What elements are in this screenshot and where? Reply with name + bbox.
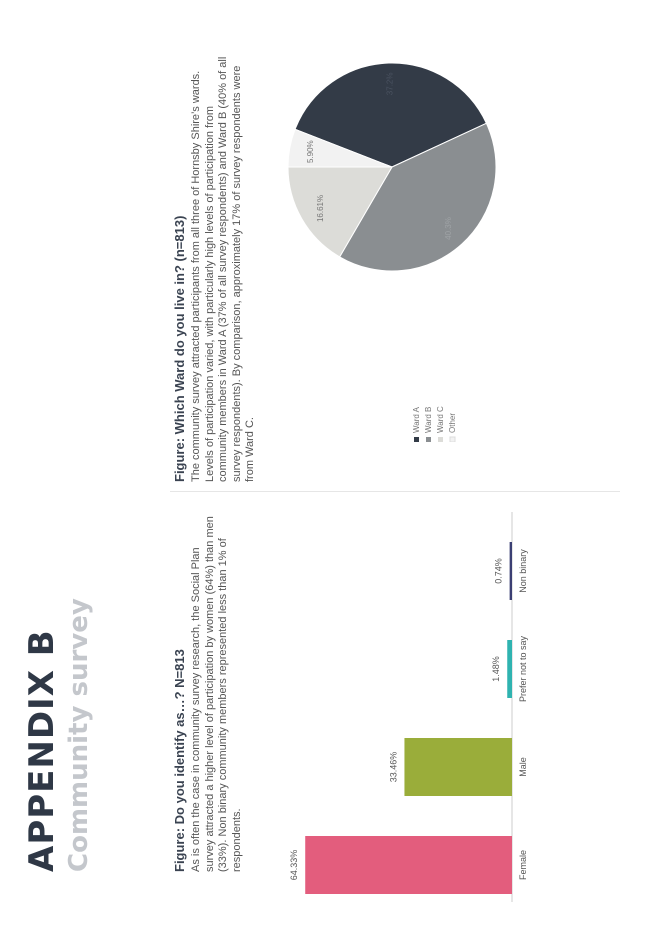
legend-swatch [426, 437, 431, 442]
gender-bar-chart: 64.33% Female 33.46% Male 1.48% Prefer not to… [289, 512, 528, 902]
pie-slice-label: 16.61% [316, 195, 325, 222]
legend-swatch [414, 437, 419, 442]
bar-value-label: 64.33% [289, 850, 299, 881]
gender-figure-title: Figure: Do you identify as…? N=813 [172, 649, 187, 872]
pie-slice-other [287, 128, 393, 168]
pie-slice-label: 5.90% [306, 140, 315, 163]
bar-category-label: Female [518, 850, 528, 880]
bar-value-label: 1.48% [491, 656, 501, 682]
legend-swatch [438, 437, 443, 442]
bar-category-label: Male [518, 757, 528, 777]
legend-swatch [449, 436, 456, 442]
bar-value-label: 33.46% [388, 752, 398, 783]
ward-figure-title: Figure: Which Ward do you live in? (n=81… [172, 215, 187, 482]
legend-label: Other [448, 413, 457, 433]
pie-slice-ward-a [294, 62, 488, 168]
legend-label: Ward C [436, 406, 445, 433]
appendix-title: APPENDIX B [22, 629, 62, 872]
bar-non-binary [509, 542, 513, 600]
bar-prefer-not-to-say [507, 640, 513, 698]
pie-slice-label: 40.3% [444, 217, 453, 240]
ward-figure-body: The community survey attracted participa… [190, 56, 256, 482]
figure-divider [170, 491, 620, 492]
bar-value-label: 0.74% [494, 558, 504, 584]
appendix-subtitle: Community survey [64, 598, 94, 872]
pie-slice-label: 37.2% [385, 72, 394, 95]
bar-female [305, 836, 512, 894]
legend-label: Ward B [424, 407, 433, 433]
bar-category-label: Prefer not to say [518, 635, 528, 702]
pie-slice-ward-c [287, 166, 393, 258]
bar-male [404, 738, 512, 796]
legend-label: Ward A [412, 406, 421, 433]
pie-slice-ward-b [338, 122, 497, 272]
bar-category-label: Non binary [518, 549, 528, 593]
gender-figure-body: As is often the case in community survey… [190, 516, 243, 872]
